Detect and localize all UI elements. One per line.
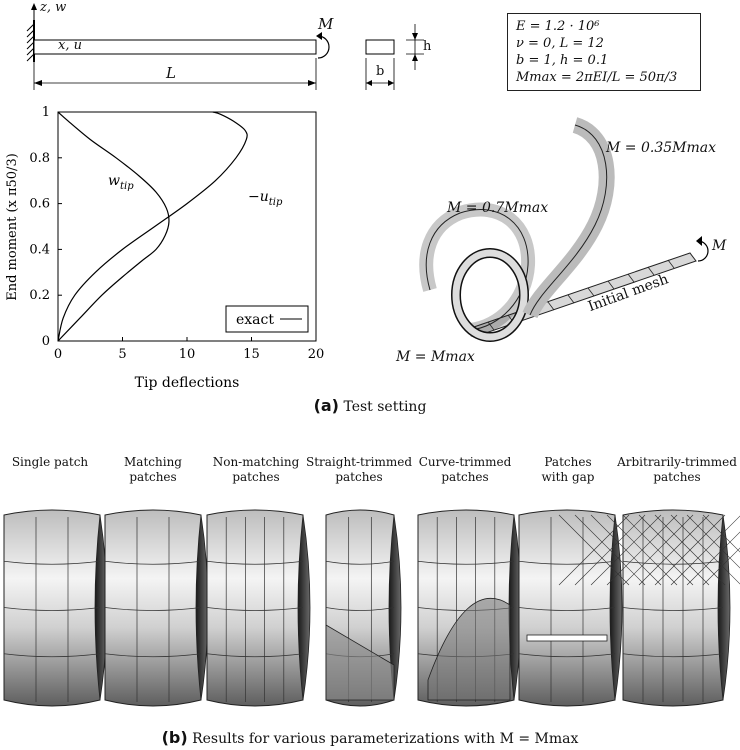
y-tick-label: 1: [42, 105, 50, 120]
series-u-tip-line: [57, 111, 248, 342]
beam-schematic: [26, 3, 424, 90]
caption-a: (a) Test setting: [0, 396, 740, 415]
parameter-box: E = 1.2 · 10⁶ ν = 0, L = 12 b = 1, h = 0…: [507, 13, 701, 91]
width-label: b: [376, 64, 385, 79]
z-axis-label: z, w: [40, 0, 67, 15]
ring-3: [206, 509, 311, 707]
u-tip-label: −utip: [248, 189, 283, 208]
label-035: M = 0.35Mmax: [606, 140, 716, 156]
param-line: b = 1, h = 0.1: [516, 53, 609, 68]
deformed-moment-label: M: [712, 238, 727, 254]
ring-2: [104, 509, 209, 707]
x-tick-label: 15: [243, 347, 260, 362]
ring-6: [518, 509, 623, 707]
ring-label: Single patch: [11, 455, 89, 469]
y-tick-label: 0.6: [29, 197, 50, 212]
y-tick-label: 0.4: [29, 242, 50, 257]
deformed-beam-illustration: [419, 117, 709, 342]
label-07: M = 0.7Mmax: [447, 200, 549, 216]
param-line: ν = 0, L = 12: [516, 36, 604, 51]
w-tip-label: wtip: [108, 173, 134, 192]
height-label: h: [423, 39, 432, 54]
caption-b-text: Results for various parameterizations wi…: [192, 731, 579, 747]
caption-a-text: Test setting: [343, 399, 427, 415]
x-tick-label: 10: [179, 347, 196, 362]
series-w-tip-line: [57, 111, 170, 342]
x-tick-label: 5: [118, 347, 126, 362]
y-tick-label: 0: [42, 334, 50, 349]
param-line: Mmax = 2πEI/L = 50π/3: [516, 70, 678, 85]
param-line: E = 1.2 · 10⁶: [516, 19, 600, 34]
caption-b: (b) Results for various parameterization…: [0, 728, 740, 747]
plot-frame: [57, 111, 317, 342]
length-label: L: [166, 64, 176, 82]
ring-4: [325, 509, 402, 707]
label-max: M = Mmax: [396, 349, 475, 365]
x-axis-title: Tip deflections: [135, 375, 240, 391]
legend-label: exact: [236, 312, 274, 328]
moment-label: M: [318, 15, 334, 33]
ring-7: [558, 509, 740, 707]
caption-b-letter: (b): [161, 728, 188, 747]
x-axis-label: x, u: [58, 38, 82, 53]
y-axis-title: End moment (x π50/3): [5, 153, 20, 301]
y-tick-label: 0.8: [29, 151, 50, 166]
x-tick-label: 20: [308, 347, 325, 362]
caption-a-letter: (a): [313, 396, 339, 415]
ring-5: [417, 509, 522, 707]
y-tick-label: 0.2: [29, 288, 50, 303]
ring-illustrations: [3, 509, 740, 707]
ring-1: [3, 509, 108, 707]
x-tick-label: 0: [54, 347, 62, 362]
